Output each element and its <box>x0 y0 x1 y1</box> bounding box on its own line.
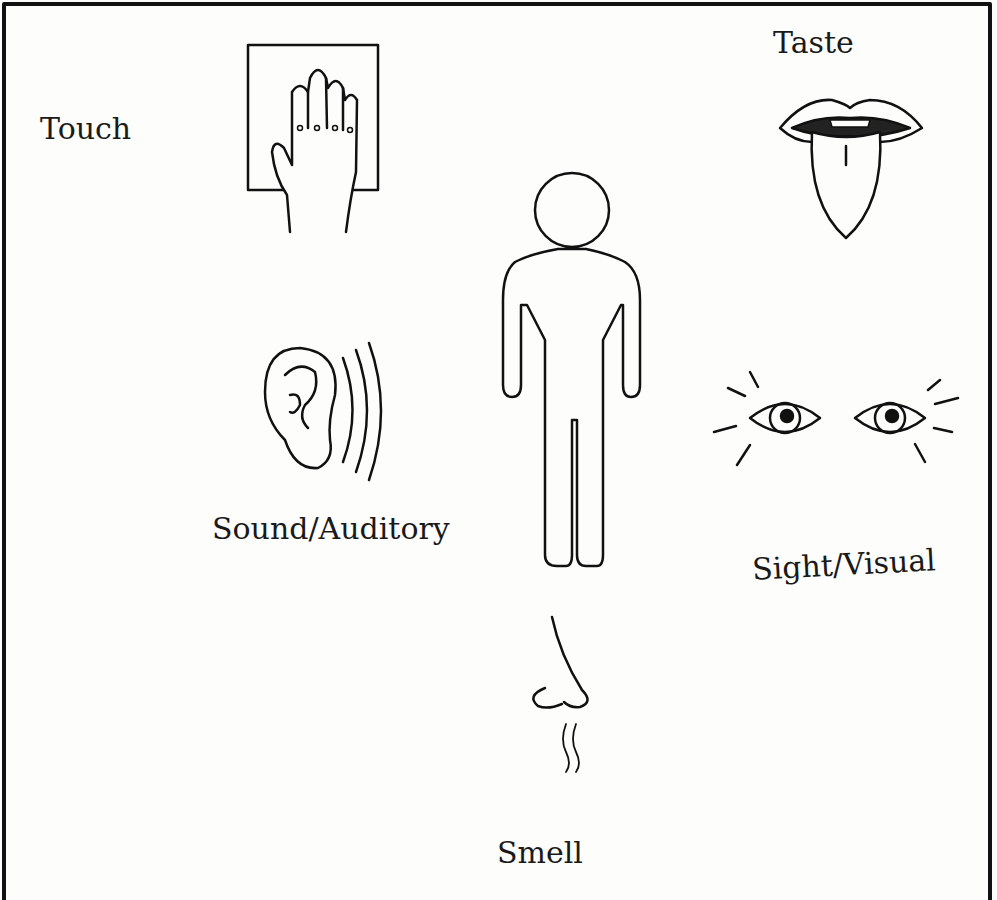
sense-label: Smell <box>497 836 583 869</box>
person-figure <box>503 173 640 566</box>
frame <box>4 4 990 900</box>
sense-label: Touch <box>40 112 131 145</box>
mouth-icon <box>780 100 922 238</box>
sense-label: Sight/Visual <box>751 543 936 586</box>
ear-icon <box>265 343 381 480</box>
eyes-icon <box>714 372 958 465</box>
sense-label: Sound/Auditory <box>212 512 450 545</box>
hand-icon <box>248 45 378 232</box>
nose-icon <box>533 617 587 772</box>
sense-label: Taste <box>773 26 854 59</box>
